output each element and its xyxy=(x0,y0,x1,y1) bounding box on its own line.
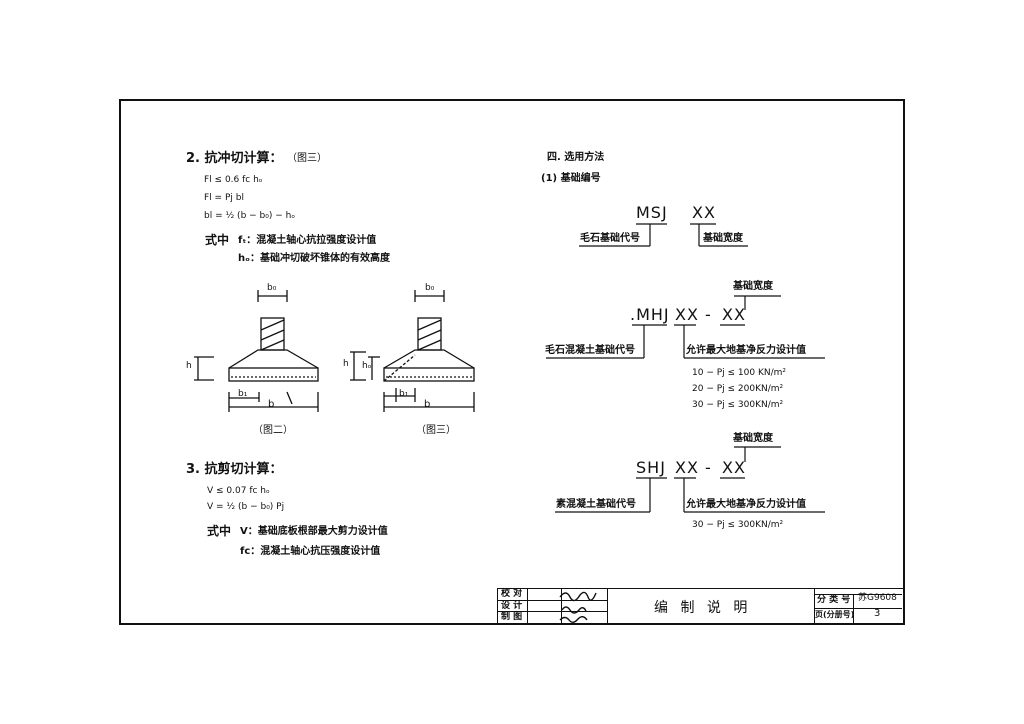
mhj-code: .MHJ xyxy=(630,305,670,324)
signature-design xyxy=(561,606,587,614)
section-4-title: 四. 选用方法 xyxy=(547,152,605,163)
shj-dash: - xyxy=(705,458,712,477)
formula-punch-2: Fl = Pj bl xyxy=(204,193,244,203)
tb-check-label: 校 对 xyxy=(501,589,523,599)
mhj-xx-2: XX xyxy=(722,305,746,324)
section-2-figure-ref: （图三） xyxy=(287,153,327,164)
where-v: V：基础底板根部最大剪力设计值 xyxy=(240,526,388,537)
tb-category-label: 分 类 号 xyxy=(817,595,851,605)
mhj-xx-1: XX xyxy=(675,305,699,324)
fig3-caption: （图三） xyxy=(416,425,456,436)
section-2-title: 2. 抗冲切计算： xyxy=(186,151,283,166)
where-label-2: 式中 xyxy=(207,524,232,538)
msj-xx: XX xyxy=(692,203,716,222)
shj-right-label: 允许最大地基净反力设计值 xyxy=(686,499,806,510)
fig2-dim-h: h xyxy=(186,361,192,371)
mhj-value-3: 30 − Pj ≤ 300KN/m² xyxy=(692,400,784,410)
title-block xyxy=(497,588,903,624)
fig3-dim-b0: b₀ xyxy=(425,283,435,293)
mhj-right-label: 允许最大地基净反力设计值 xyxy=(686,345,806,356)
where-fc: fc：混凝土轴心抗压强度设计值 xyxy=(240,546,381,557)
shj-value-1: 30 − Pj ≤ 300KN/m² xyxy=(692,520,784,530)
mhj-left-label: 毛石混凝土基础代号 xyxy=(545,345,635,356)
tb-design-label: 设 计 xyxy=(501,601,523,611)
msj-code: MSJ xyxy=(636,203,668,222)
fig3-dim-b: b xyxy=(424,399,431,410)
formula-shear-1: V ≤ 0.07 fc hₒ xyxy=(207,486,270,496)
msj-left-label: 毛石基础代号 xyxy=(580,233,640,244)
fig3-dim-h0: hₒ xyxy=(362,361,372,371)
mhj-value-1: 10 − Pj ≤ 100 KN/m² xyxy=(692,368,786,378)
msj-right-label: 基础宽度 xyxy=(703,233,743,244)
mhj-top-label: 基础宽度 xyxy=(733,281,773,292)
shj-left-label: 素混凝土基础代号 xyxy=(556,499,636,510)
fig2-dim-b0: b₀ xyxy=(267,283,277,293)
shj-xx-1: XX xyxy=(675,458,699,477)
tb-draw-label: 制 图 xyxy=(501,612,523,622)
where-ft: fₜ：混凝土轴心抗拉强度设计值 xyxy=(238,235,377,246)
mhj-value-2: 20 − Pj ≤ 200KN/m² xyxy=(692,384,784,394)
fig2-dim-b: b xyxy=(268,399,275,410)
where-label-1: 式中 xyxy=(205,233,230,247)
drawing-sheet xyxy=(119,99,905,625)
fig3-dim-b1: b₁ xyxy=(399,389,409,399)
where-h0: hₒ：基础冲切破坏锥体的有效高度 xyxy=(238,253,390,264)
shj-code: SHJ xyxy=(636,458,666,477)
tb-page-value: 3 xyxy=(874,608,881,619)
subsection-1-title: (1) 基础编号 xyxy=(541,173,601,184)
section-3-title: 3. 抗剪切计算： xyxy=(186,462,283,477)
fig3-dim-h: h xyxy=(343,359,349,369)
drawing-title: 编 制 说 明 xyxy=(654,600,752,616)
formula-punch-3: bl = ½ (b − b₀) − hₒ xyxy=(204,211,296,221)
fig2-caption: （图二） xyxy=(253,425,293,436)
signature-draw xyxy=(559,616,588,623)
signature-check xyxy=(559,591,597,602)
tb-page-label: 页(分册号) xyxy=(815,610,855,619)
mhj-dash: - xyxy=(705,305,712,324)
shj-top-label: 基础宽度 xyxy=(733,433,773,444)
formula-shear-2: V = ½ (b − b₀) Pj xyxy=(207,502,285,512)
shj-xx-2: XX xyxy=(722,458,746,477)
formula-punch-1: Fl ≤ 0.6 fc hₒ xyxy=(204,175,263,185)
tb-category-value: 苏G9608 xyxy=(858,593,897,603)
fig2-dim-b1: b₁ xyxy=(238,389,248,399)
